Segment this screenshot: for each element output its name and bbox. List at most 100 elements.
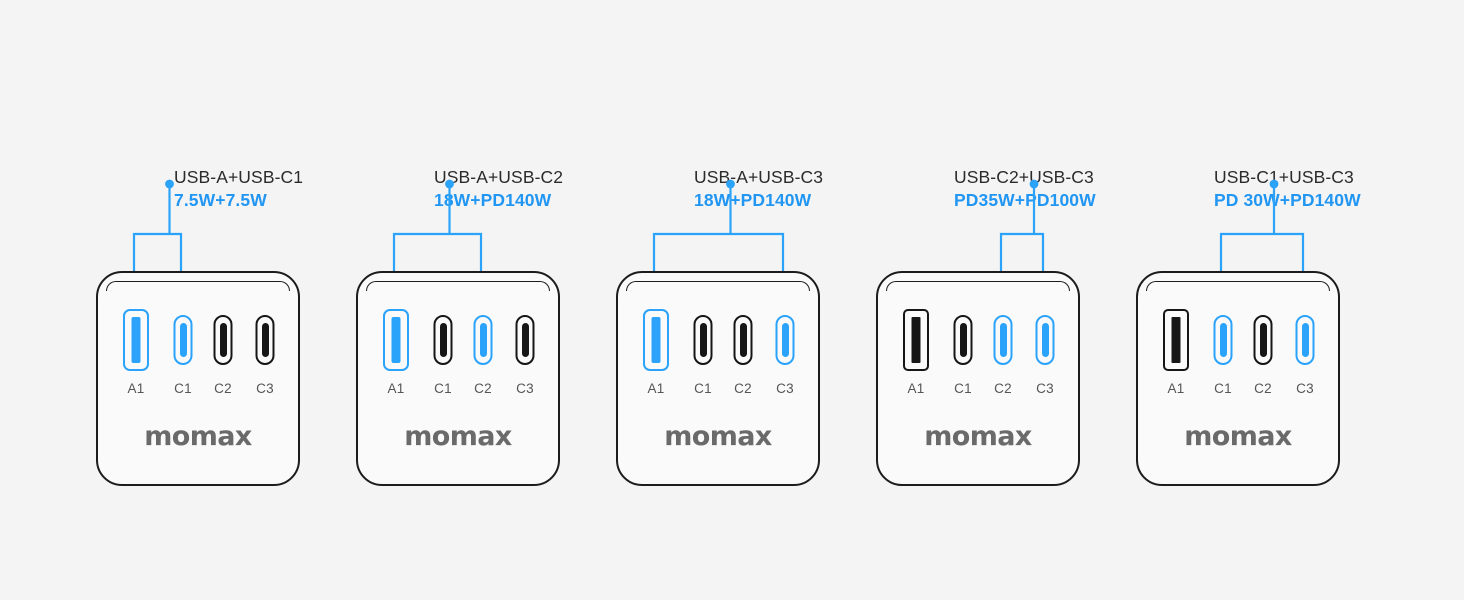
port-tongue xyxy=(1259,323,1267,357)
charger-top-lip xyxy=(1146,281,1330,291)
port-tongue xyxy=(959,323,967,357)
port-label: A1 xyxy=(647,381,665,396)
port-tongue xyxy=(999,323,1007,357)
port-label: C2 xyxy=(1254,381,1272,396)
caption-title: USB-C1+USB-C3 xyxy=(1214,167,1354,187)
port-label: C1 xyxy=(954,381,972,396)
port-tongue xyxy=(391,317,401,363)
panel-usb-c1-usb-c3: USB-C1+USB-C3 PD 30W+PD140W A1 C1 C2 C3 momax xyxy=(1136,0,1436,600)
port-tongue xyxy=(1171,317,1181,363)
caption-title: USB-A+USB-C1 xyxy=(174,167,304,187)
panel-caption: USB-C1+USB-C3 PD 30W+PD140W xyxy=(1214,166,1444,212)
brand-logo: momax xyxy=(664,421,772,452)
usb-c-port-icon xyxy=(255,315,275,365)
brand-logo: momax xyxy=(144,421,252,452)
panel-caption: USB-A+USB-C1 7.5W+7.5W xyxy=(174,166,404,212)
port-label: C1 xyxy=(434,381,452,396)
port-tongue xyxy=(739,323,747,357)
port-tongue xyxy=(1301,323,1309,357)
usb-a-port-icon xyxy=(1163,309,1189,371)
panel-usb-a-usb-c2: USB-A+USB-C2 18W+PD140W A1 C1 C2 C3 momax xyxy=(356,0,656,600)
port-label: C2 xyxy=(994,381,1012,396)
charger-body: A1 C1 C2 C3 momax xyxy=(356,271,560,486)
caption-power: 18W+PD140W xyxy=(434,190,552,211)
port-tongue xyxy=(781,323,789,357)
usb-a-port-icon xyxy=(903,309,929,371)
usb-a-port-icon xyxy=(123,309,149,371)
port-tongue xyxy=(699,323,707,357)
caption-title: USB-C2+USB-C3 xyxy=(954,167,1094,187)
usb-c-port-icon xyxy=(173,315,193,365)
caption-power: 18W+PD140W xyxy=(694,190,812,211)
bracket-dot xyxy=(726,179,735,189)
usb-c-port-icon xyxy=(993,315,1013,365)
port-tongue xyxy=(261,323,269,357)
charger-body: A1 C1 C2 C3 momax xyxy=(876,271,1080,486)
port-label: A1 xyxy=(127,381,145,396)
usb-c-port-icon xyxy=(1035,315,1055,365)
usb-c-port-icon xyxy=(953,315,973,365)
usb-c-port-icon xyxy=(1295,315,1315,365)
brand-logo: momax xyxy=(404,421,512,452)
charger-top-lip xyxy=(106,281,290,291)
usb-c-port-icon xyxy=(433,315,453,365)
port-label: C3 xyxy=(516,381,534,396)
usb-c-port-icon xyxy=(213,315,233,365)
port-tongue xyxy=(911,317,921,363)
port-row: A1 C1 C2 C3 xyxy=(358,309,558,419)
panel-caption: USB-A+USB-C3 18W+PD140W xyxy=(694,166,924,212)
caption-title: USB-A+USB-C3 xyxy=(694,167,824,187)
port-label: C3 xyxy=(256,381,274,396)
port-label: A1 xyxy=(387,381,405,396)
port-label: A1 xyxy=(907,381,925,396)
charger-body: A1 C1 C2 C3 momax xyxy=(1136,271,1340,486)
port-tongue xyxy=(521,323,529,357)
port-label: C2 xyxy=(474,381,492,396)
port-tongue xyxy=(439,323,447,357)
port-label: A1 xyxy=(1167,381,1185,396)
port-row: A1 C1 C2 C3 xyxy=(1138,309,1338,419)
bracket-dot xyxy=(165,179,174,189)
usb-c-port-icon xyxy=(473,315,493,365)
port-row: A1 C1 C2 C3 xyxy=(878,309,1078,419)
usb-c-port-icon xyxy=(1213,315,1233,365)
port-tongue xyxy=(1219,323,1227,357)
caption-power: PD35W+PD100W xyxy=(954,190,1096,211)
usb-a-port-icon xyxy=(643,309,669,371)
caption-power: 7.5W+7.5W xyxy=(174,190,267,211)
charger-top-lip xyxy=(626,281,810,291)
port-tongue xyxy=(651,317,661,363)
usb-c-port-icon xyxy=(693,315,713,365)
port-label: C1 xyxy=(174,381,192,396)
port-tongue xyxy=(1041,323,1049,357)
port-label: C3 xyxy=(776,381,794,396)
port-label: C3 xyxy=(1036,381,1054,396)
bracket-dot xyxy=(1269,179,1279,189)
charger-top-lip xyxy=(366,281,550,291)
port-label: C1 xyxy=(1214,381,1232,396)
port-tongue xyxy=(131,317,141,363)
caption-power: PD 30W+PD140W xyxy=(1214,190,1361,211)
port-tongue xyxy=(219,323,227,357)
usb-c-port-icon xyxy=(733,315,753,365)
port-label: C3 xyxy=(1296,381,1314,396)
port-label: C2 xyxy=(214,381,232,396)
panel-caption: USB-A+USB-C2 18W+PD140W xyxy=(434,166,664,212)
brand-logo: momax xyxy=(1184,421,1292,452)
usb-c-port-icon xyxy=(1253,315,1273,365)
panel-usb-a-usb-c1: USB-A+USB-C1 7.5W+7.5W A1 C1 C2 C3 momax xyxy=(96,0,396,600)
brand-logo: momax xyxy=(924,421,1032,452)
port-tongue xyxy=(179,323,187,357)
port-tongue xyxy=(479,323,487,357)
usb-a-port-icon xyxy=(383,309,409,371)
port-row: A1 C1 C2 C3 xyxy=(98,309,298,419)
charger-top-lip xyxy=(886,281,1070,291)
bracket-dot xyxy=(1029,179,1039,189)
port-label: C2 xyxy=(734,381,752,396)
charger-body: A1 C1 C2 C3 momax xyxy=(96,271,300,486)
caption-title: USB-A+USB-C2 xyxy=(434,167,564,187)
